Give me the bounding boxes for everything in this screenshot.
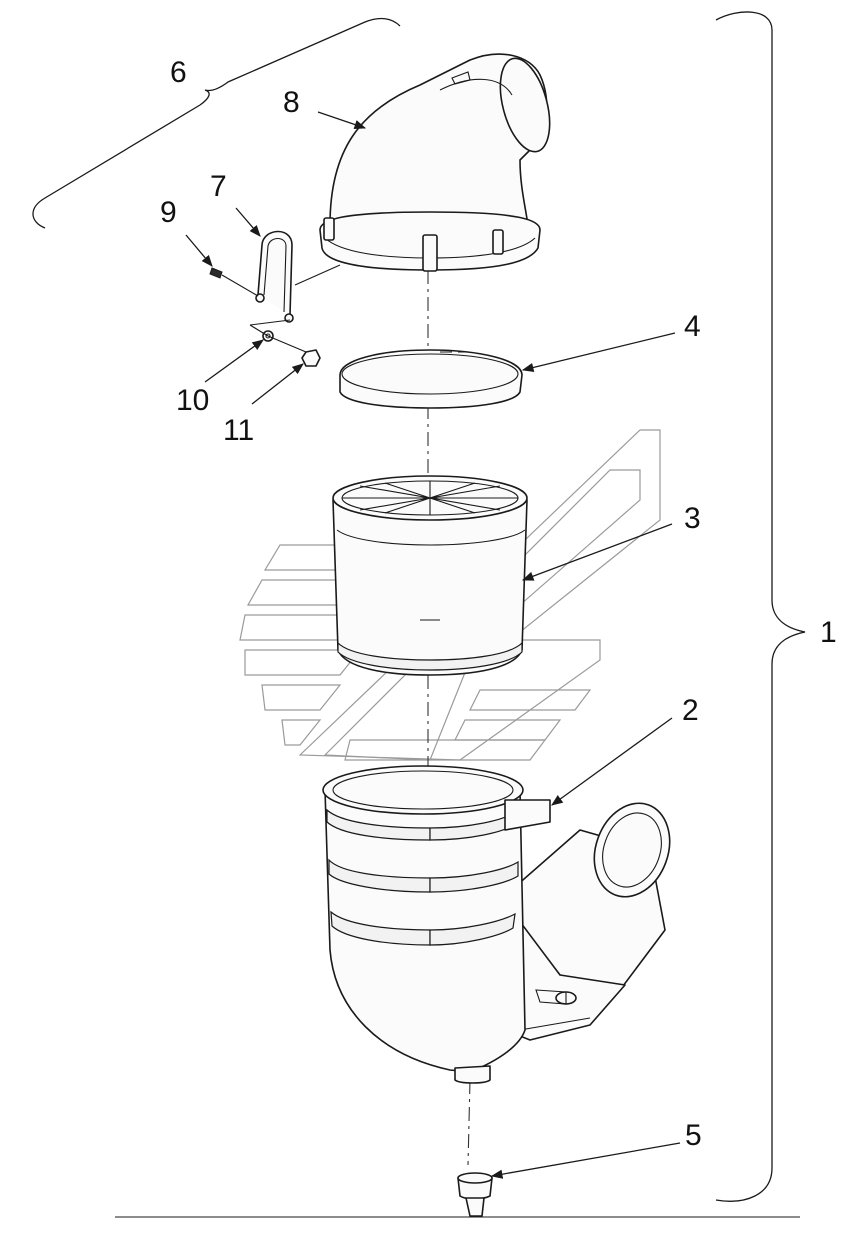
callout-6: 6 <box>170 56 187 89</box>
brace-6 <box>32 17 401 229</box>
leader-9 <box>185 234 213 267</box>
callout-5: 5 <box>685 1119 702 1152</box>
leader-3 <box>521 523 673 581</box>
brace-1 <box>715 11 806 1202</box>
callout-4: 4 <box>684 310 701 343</box>
part-3-filter-element <box>332 475 528 676</box>
callout-3: 3 <box>684 502 701 535</box>
part-8-elbow-cover <box>319 53 551 272</box>
lower-axis-line <box>467 1079 471 1166</box>
leader-7 <box>235 207 261 237</box>
callout-1: 1 <box>820 616 837 649</box>
part-2-housing <box>322 765 671 1084</box>
callout-7: 7 <box>210 170 227 203</box>
leader-10 <box>204 339 264 383</box>
part-7-u-bolt <box>255 230 294 323</box>
leader-8 <box>317 111 367 130</box>
callout-10: 10 <box>176 384 209 417</box>
ubolt-to-clamp-line <box>294 264 341 286</box>
leader-5 <box>490 1142 681 1179</box>
part-11-nut <box>301 349 321 367</box>
leader-2 <box>551 717 673 806</box>
callout-2: 2 <box>682 694 699 727</box>
callout-8: 8 <box>283 86 300 119</box>
part-5-drain-valve <box>457 1172 493 1217</box>
callout-11: 11 <box>223 414 254 447</box>
hardware-assembly-lines <box>249 319 307 353</box>
leader-11 <box>251 363 304 405</box>
part-9-screw <box>209 267 259 297</box>
callout-9: 9 <box>160 196 177 229</box>
part-4-gasket <box>339 349 523 409</box>
leader-4 <box>521 332 676 373</box>
part-10-washer <box>262 330 274 342</box>
